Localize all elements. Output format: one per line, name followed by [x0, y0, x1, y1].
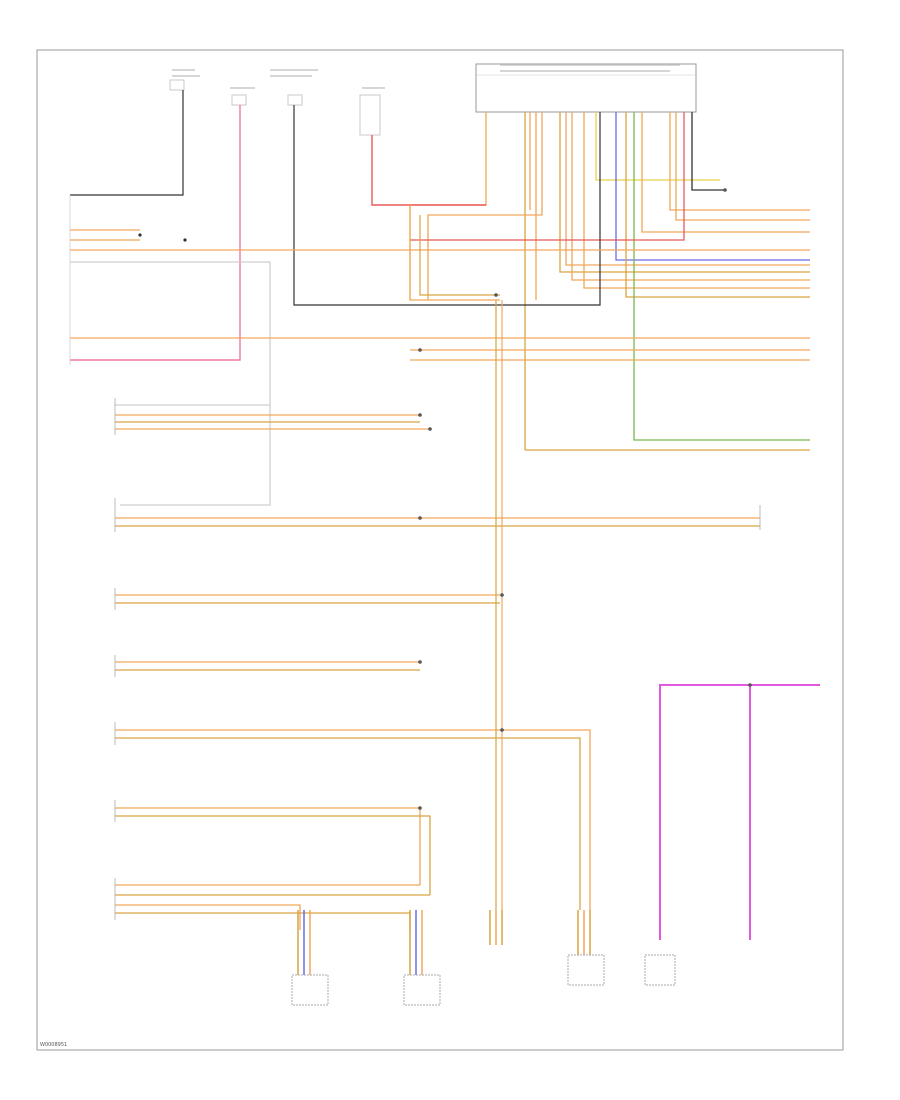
left-pin-list — [69, 195, 810, 506]
diagram-frame — [36, 49, 844, 1051]
fuse-block-1 — [70, 69, 200, 196]
fuse-block-4 — [359, 87, 486, 206]
component-section-5 — [114, 722, 591, 910]
component-section-3 — [114, 588, 500, 610]
component-section-6 — [114, 800, 431, 895]
module-output-wires — [409, 112, 810, 450]
component-section-2 — [114, 498, 761, 532]
diagram-id: W0008951 — [40, 1042, 67, 1048]
component-section-4 — [114, 655, 420, 677]
bottom-connectors — [291, 910, 676, 1006]
module-connector-top-right — [475, 63, 697, 113]
fuse-block-2 — [70, 87, 255, 361]
fuse-block-3 — [270, 69, 601, 306]
splice-points — [418, 188, 752, 810]
component-section-1 — [114, 398, 430, 435]
component-section-7 — [114, 878, 430, 930]
vertical-bus-lines — [409, 205, 810, 910]
magenta-feed — [659, 684, 820, 940]
